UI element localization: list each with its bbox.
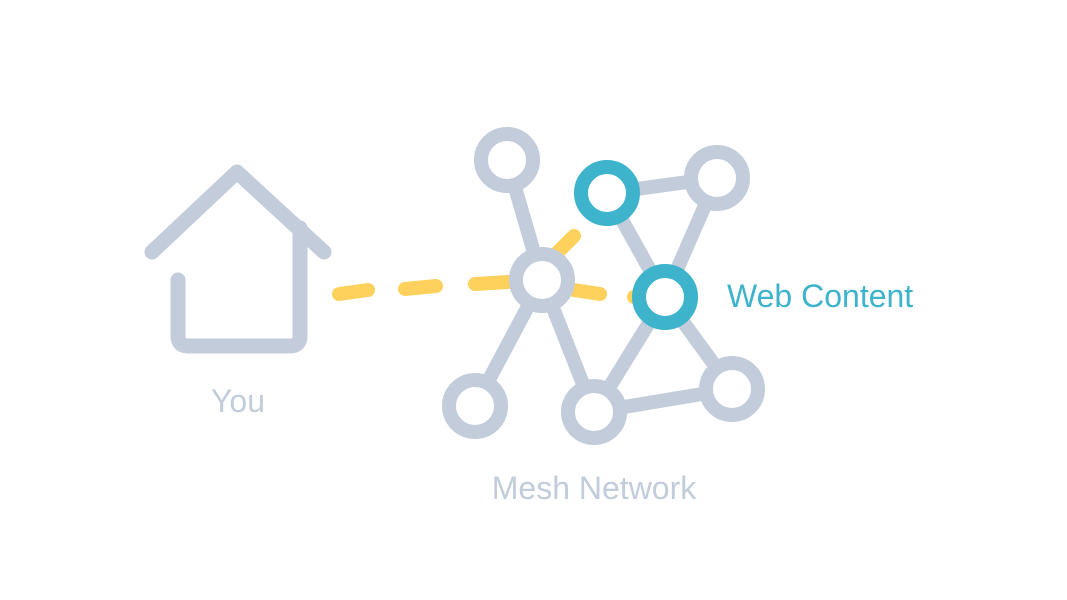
- active-nodes: [574, 160, 698, 330]
- route-dash: [398, 279, 443, 296]
- web-content-node: [632, 264, 698, 330]
- network-node: [509, 247, 575, 313]
- active-node: [574, 160, 640, 226]
- you-label: You: [211, 383, 265, 419]
- route-path: [332, 229, 647, 304]
- web-content-label: Web Content: [727, 278, 914, 314]
- network-node: [474, 127, 540, 193]
- network-node: [684, 145, 750, 211]
- house-body: [170, 220, 308, 354]
- route-dash: [468, 275, 515, 291]
- network-node: [699, 356, 765, 422]
- house-icon: [144, 164, 332, 354]
- network-node: [561, 379, 627, 445]
- network-nodes: [442, 127, 765, 445]
- network-node: [442, 373, 508, 439]
- route-dash: [332, 283, 375, 301]
- route-dash: [567, 283, 607, 301]
- mesh-network-label: Mesh Network: [491, 470, 697, 506]
- route-dash: [549, 229, 581, 261]
